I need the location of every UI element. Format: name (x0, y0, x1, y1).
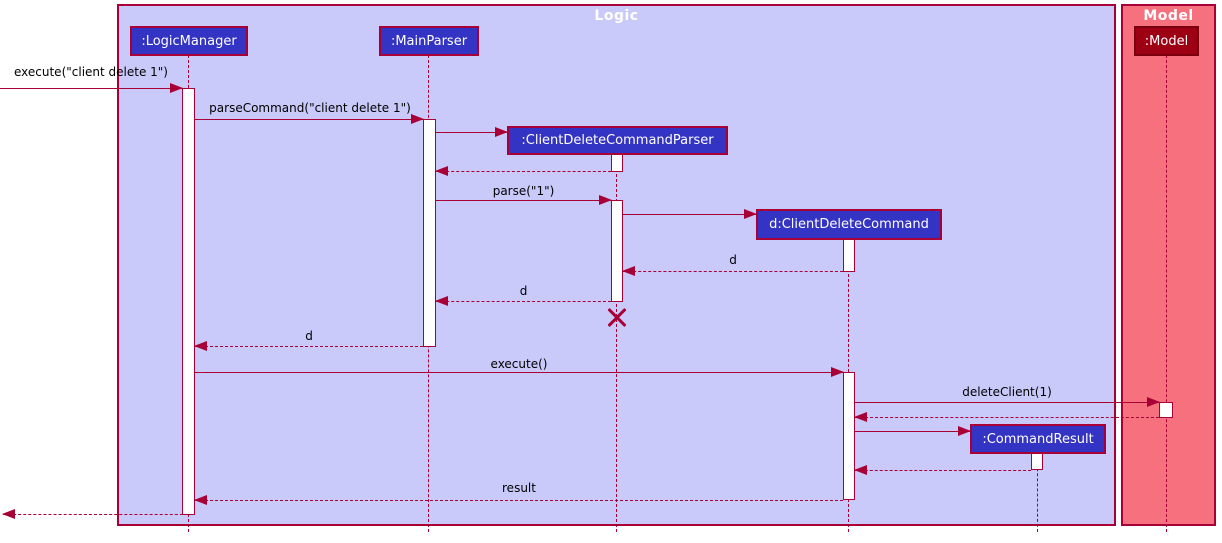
lifeline-model (1166, 55, 1167, 532)
arrowhead-right-icon (958, 426, 971, 436)
participant-logic-manager: :LogicManager (130, 26, 248, 56)
participant-main-parser-label: :MainParser (390, 33, 468, 49)
message-return-d-to-logic-manager-label: d (305, 329, 313, 343)
activation-command-create (843, 239, 855, 272)
message-execute-inner-label: execute() (490, 357, 548, 371)
message-return-d-to-main-parser-line (435, 296, 611, 306)
arrowhead-left-icon (854, 465, 867, 475)
activation-command-execute (843, 372, 855, 500)
arrowhead-right-icon (411, 114, 424, 124)
participant-client-delete-command-label: d:ClientDeleteCommand (769, 217, 929, 232)
participant-logic-manager-label: :LogicManager (141, 33, 237, 49)
model-frame: Model (1121, 4, 1216, 526)
arrowhead-left-icon (435, 296, 448, 306)
activation-logic-manager (182, 88, 195, 515)
message-execute-outer-line (0, 83, 183, 93)
message-parse-one-label: parse("1") (492, 184, 555, 198)
arrowhead-right-icon (170, 83, 183, 93)
participant-command-result-label: :CommandResult (982, 431, 1094, 447)
message-execute-outer-label: execute("client delete 1") (13, 65, 168, 79)
participant-model-label: :Model (1144, 33, 1189, 49)
lifeline-client-delete-command-parser (616, 154, 617, 532)
participant-client-delete-command: d:ClientDeleteCommand (756, 209, 942, 240)
destroy-x-icon (604, 304, 630, 330)
arrowhead-left-icon (622, 266, 635, 276)
arrowhead-left-icon (435, 166, 448, 176)
message-result-line (194, 495, 843, 505)
activation-parser-parse (611, 200, 623, 302)
message-parse-one-line (436, 195, 612, 205)
message-create-command-result-line (855, 426, 971, 436)
message-delete-client-line (855, 397, 1160, 407)
arrowhead-left-icon (194, 341, 207, 351)
arrowhead-left-icon (194, 495, 207, 505)
message-execute-inner-line (195, 367, 844, 377)
activation-model (1159, 402, 1173, 418)
message-parse-command-line (195, 114, 424, 124)
message-result-label: result (502, 481, 536, 495)
arrowhead-left-icon (2, 509, 15, 519)
message-return-from-model-line (854, 412, 1159, 422)
activation-command-result (1031, 453, 1043, 470)
arrowhead-right-icon (495, 127, 508, 137)
message-return-d-to-logic-manager-line (194, 341, 423, 351)
message-create-command-line (623, 209, 757, 219)
lifeline-command-result (1037, 453, 1038, 532)
activation-parser-create (611, 154, 623, 172)
participant-model: :Model (1134, 26, 1199, 56)
arrowhead-right-icon (744, 209, 757, 219)
arrowhead-right-icon (831, 367, 844, 377)
logic-frame-title: Logic (594, 8, 639, 24)
participant-command-result: :CommandResult (970, 424, 1106, 454)
message-return-d-to-parser-label: d (729, 253, 737, 267)
arrowhead-left-icon (854, 412, 867, 422)
message-create-parser-line (436, 127, 508, 137)
activation-main-parser (423, 119, 436, 347)
arrowhead-right-icon (599, 195, 612, 205)
message-return-d-to-main-parser-label: d (519, 284, 528, 298)
message-final-return-line (2, 509, 188, 519)
model-frame-title: Model (1143, 8, 1194, 24)
message-delete-client-label: deleteClient(1) (962, 385, 1052, 399)
participant-client-delete-command-parser-label: :ClientDeleteCommandParser (521, 133, 714, 148)
message-return-from-command-result-line (854, 465, 1031, 475)
participant-client-delete-command-parser: :ClientDeleteCommandParser (507, 126, 728, 155)
arrowhead-right-icon (1147, 397, 1160, 407)
message-return-d-to-parser-line (622, 266, 843, 276)
message-parse-command-label: parseCommand("client delete 1") (209, 101, 411, 115)
participant-main-parser: :MainParser (379, 26, 479, 56)
message-return-create-parser-line (435, 166, 611, 176)
